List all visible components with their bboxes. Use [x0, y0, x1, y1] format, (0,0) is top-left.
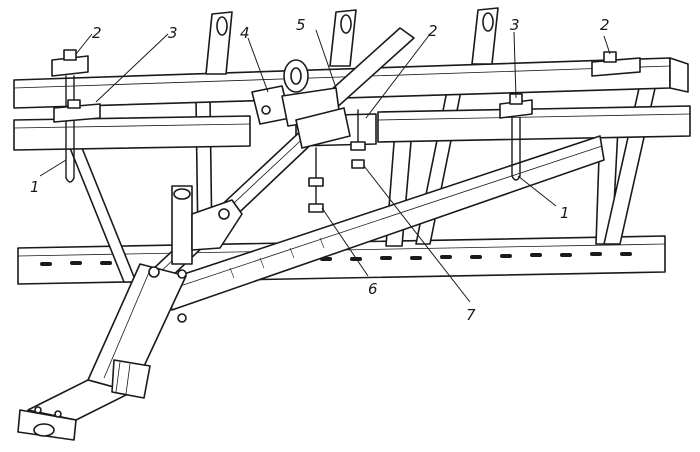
callout-3-left: 3 — [168, 24, 178, 42]
hitch-bracket — [148, 185, 243, 323]
callout-2-left: 2 — [92, 24, 102, 42]
callout-1-left: 1 — [30, 178, 40, 196]
shank-mounts — [205, 7, 499, 75]
callout-1-right: 1 — [560, 204, 570, 222]
vertical-bolts — [308, 109, 366, 213]
callout-3-right: 3 — [510, 16, 520, 34]
central-hitch-plate — [251, 59, 351, 149]
callout-labels: 1 1 2 2 2 3 3 4 5 6 7 — [30, 16, 610, 324]
drawbar — [17, 263, 187, 441]
u-bolt-clamps — [51, 49, 641, 183]
callout-4: 4 — [240, 24, 250, 42]
callout-5: 5 — [296, 16, 306, 34]
callout-7: 7 — [466, 306, 476, 324]
callout-6: 6 — [368, 280, 378, 298]
leader-lines — [39, 29, 611, 303]
callout-2-right: 2 — [600, 16, 610, 34]
callout-2-mid: 2 — [428, 22, 438, 40]
